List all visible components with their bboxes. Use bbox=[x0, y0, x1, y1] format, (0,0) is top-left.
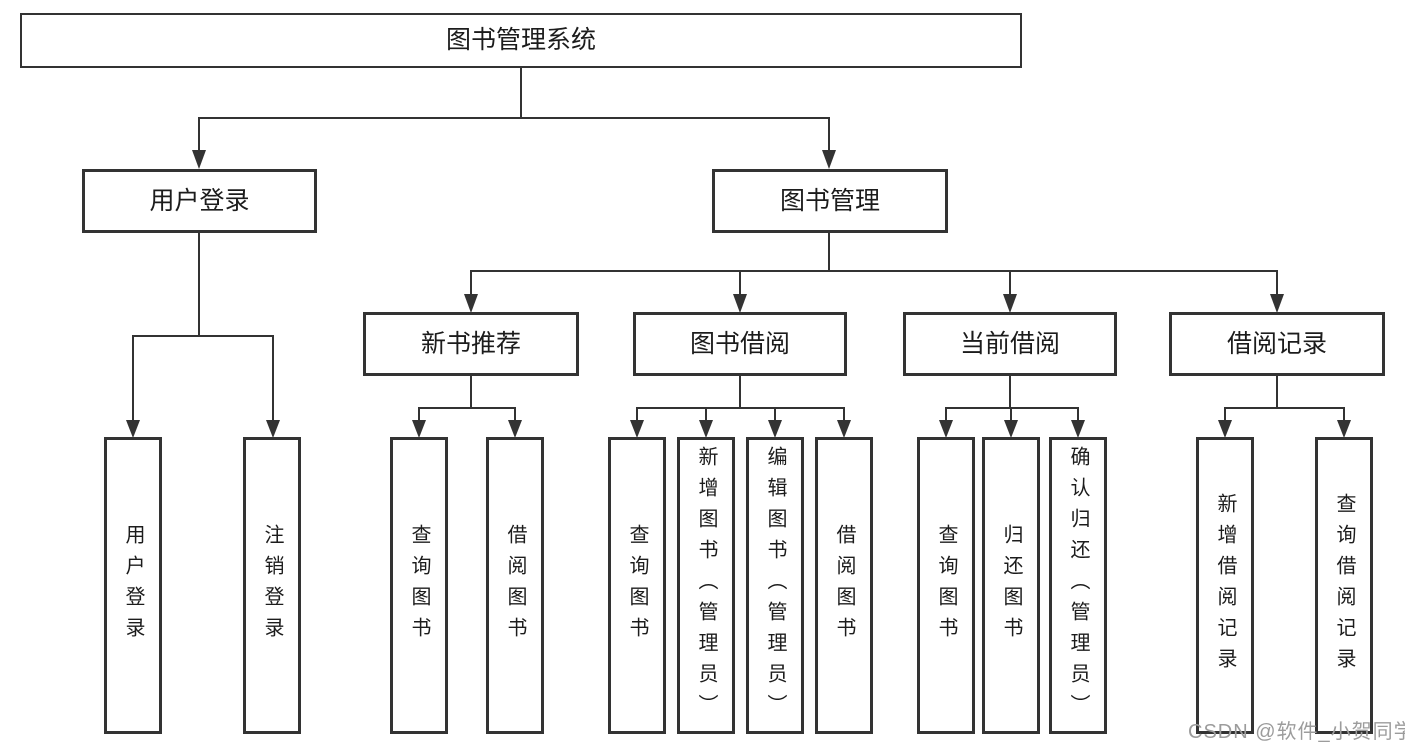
book-management-subtree-connector bbox=[464, 233, 1284, 313]
arrow-down-icon bbox=[266, 420, 280, 438]
node-label: 新书推荐 bbox=[420, 329, 521, 358]
node-user-login: 用户登录 bbox=[82, 169, 317, 233]
arrow-down-icon bbox=[1270, 294, 1284, 313]
leaf-label: 查询图书 bbox=[626, 523, 648, 648]
node-label: 当前借阅 bbox=[959, 329, 1060, 358]
arrow-down-icon bbox=[126, 420, 140, 438]
arrow-down-icon bbox=[733, 294, 747, 313]
leaf-label: 借阅图书 bbox=[833, 523, 855, 648]
user-login-subtree-connector bbox=[126, 233, 280, 438]
leaf-label: 编辑图书（管理员） bbox=[764, 446, 786, 725]
arrow-down-icon bbox=[837, 420, 851, 438]
leaf-borrow-books-recommend: 借阅图书 bbox=[486, 437, 544, 734]
leaf-user-login: 用户登录 bbox=[104, 437, 162, 734]
leaf-label: 查询图书 bbox=[408, 523, 430, 648]
arrow-down-icon bbox=[939, 420, 953, 438]
leaf-query-books-borrow: 查询图书 bbox=[608, 437, 666, 734]
leaf-logout: 注销登录 bbox=[243, 437, 301, 734]
node-label: 图书管理 bbox=[779, 186, 880, 215]
node-label: 用户登录 bbox=[149, 186, 250, 215]
root-to-level2-connector bbox=[192, 68, 836, 169]
node-book-borrowing: 图书借阅 bbox=[633, 312, 847, 376]
csdn-watermark: CSDN @软件_小贺同学 bbox=[1188, 721, 1405, 743]
node-label: 图书借阅 bbox=[689, 329, 790, 358]
leaf-label: 确认归还（管理员） bbox=[1067, 446, 1089, 725]
new-book-subtree-connector bbox=[412, 376, 522, 438]
node-library-management-system: 图书管理系统 bbox=[20, 13, 1022, 68]
arrow-down-icon bbox=[699, 420, 713, 438]
book-borrow-subtree-connector bbox=[630, 376, 851, 438]
arrow-down-icon bbox=[508, 420, 522, 438]
current-borrow-subtree-connector bbox=[939, 376, 1085, 438]
leaf-add-borrow-record: 新增借阅记录 bbox=[1196, 437, 1254, 734]
leaf-borrow-books: 借阅图书 bbox=[815, 437, 873, 734]
leaf-label: 归还图书 bbox=[1000, 523, 1022, 648]
leaf-label: 借阅图书 bbox=[504, 523, 526, 648]
leaf-query-borrow-record: 查询借阅记录 bbox=[1315, 437, 1373, 734]
arrow-down-icon bbox=[1071, 420, 1085, 438]
borrow-record-subtree-connector bbox=[1218, 376, 1351, 438]
arrow-down-icon bbox=[1003, 294, 1017, 313]
node-borrow-records: 借阅记录 bbox=[1169, 312, 1385, 376]
leaf-query-books-recommend: 查询图书 bbox=[390, 437, 448, 734]
node-current-borrowing: 当前借阅 bbox=[903, 312, 1117, 376]
leaf-label: 用户登录 bbox=[122, 523, 144, 648]
arrow-down-icon bbox=[630, 420, 644, 438]
arrow-down-icon bbox=[412, 420, 426, 438]
node-new-book-recommendation: 新书推荐 bbox=[363, 312, 579, 376]
arrow-down-icon bbox=[822, 150, 836, 169]
node-label: 图书管理系统 bbox=[445, 26, 596, 54]
leaf-query-books-current: 查询图书 bbox=[917, 437, 975, 734]
node-label: 借阅记录 bbox=[1226, 329, 1327, 358]
leaf-edit-book-admin: 编辑图书（管理员） bbox=[746, 437, 804, 734]
arrow-down-icon bbox=[1218, 420, 1232, 438]
leaf-add-book-admin: 新增图书（管理员） bbox=[677, 437, 735, 734]
leaf-label: 注销登录 bbox=[261, 523, 283, 648]
leaf-return-book: 归还图书 bbox=[982, 437, 1040, 734]
arrow-down-icon bbox=[1337, 420, 1351, 438]
leaf-label: 查询借阅记录 bbox=[1333, 492, 1355, 679]
arrow-down-icon bbox=[768, 420, 782, 438]
arrow-down-icon bbox=[192, 150, 206, 169]
leaf-confirm-return-admin: 确认归还（管理员） bbox=[1049, 437, 1107, 734]
leaf-label: 新增借阅记录 bbox=[1214, 492, 1236, 679]
arrow-down-icon bbox=[1004, 420, 1018, 438]
leaf-label: 查询图书 bbox=[935, 523, 957, 648]
leaf-label: 新增图书（管理员） bbox=[695, 446, 717, 725]
node-book-management: 图书管理 bbox=[712, 169, 948, 233]
arrow-down-icon bbox=[464, 294, 478, 313]
